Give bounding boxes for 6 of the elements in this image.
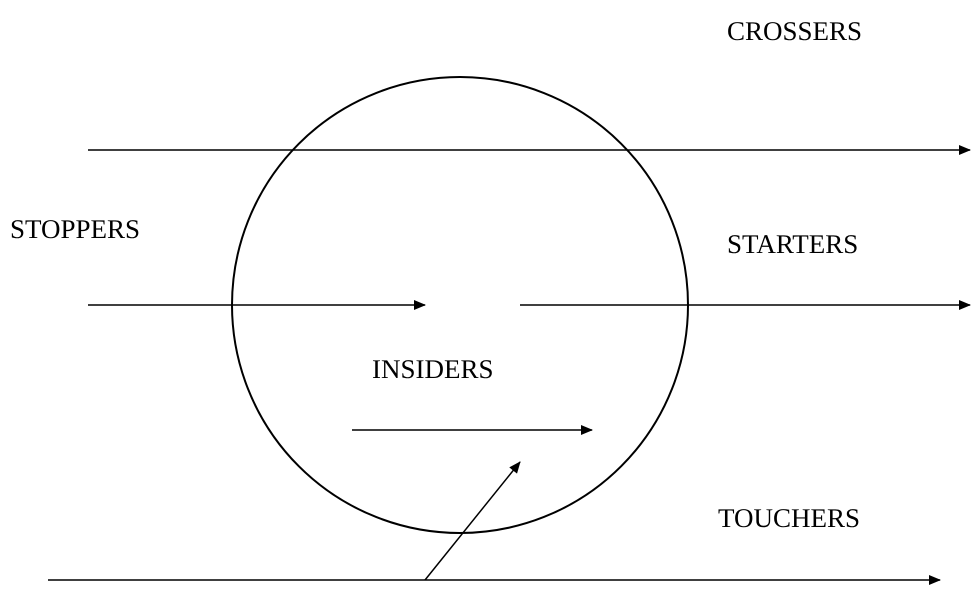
category-label: TOUCHERS	[718, 505, 860, 532]
category-label: STARTERS	[727, 231, 858, 258]
category-label: CROSSERS	[727, 18, 862, 45]
region-circle	[231, 76, 689, 534]
category-label: INSIDERS	[372, 356, 494, 383]
category-label: STOPPERS	[10, 216, 140, 243]
